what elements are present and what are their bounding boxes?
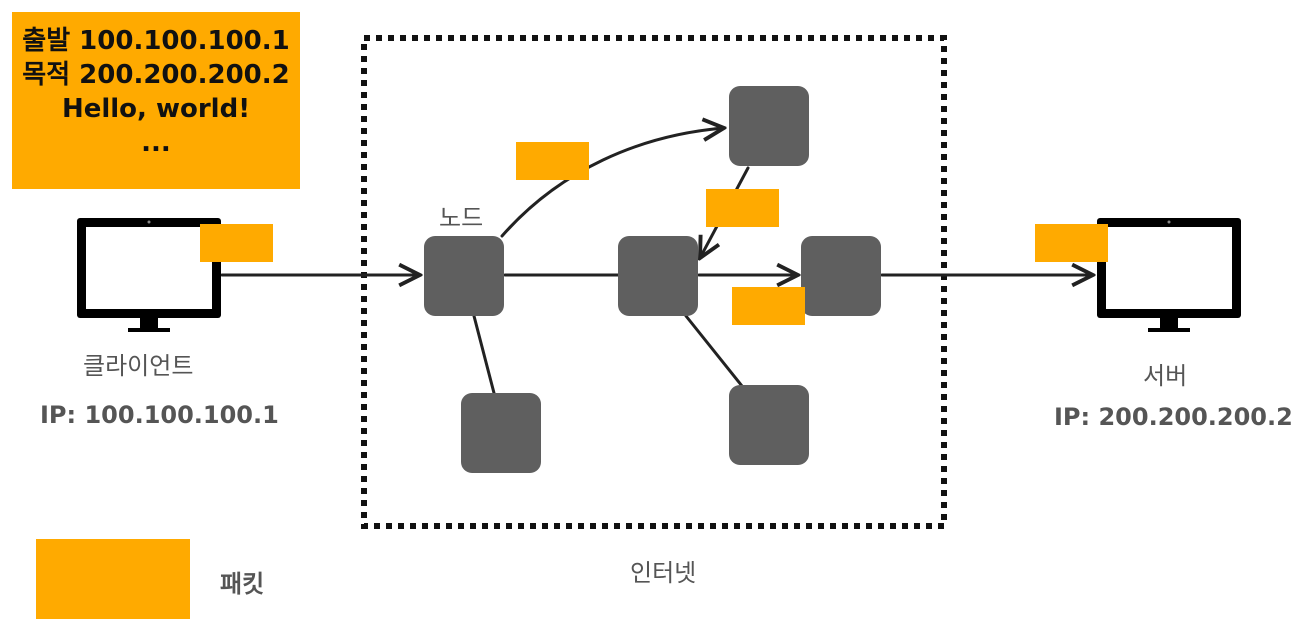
client-ip: IP: 100.100.100.1	[40, 401, 279, 429]
legend-packet-swatch	[36, 539, 190, 619]
packet-center-path	[732, 287, 805, 325]
node-to-top-node-arrow	[500, 128, 724, 238]
node-bottom-right	[729, 385, 809, 465]
packet-destination: 목적 200.200.200.2	[22, 60, 290, 90]
packet-ellipsis: ...	[141, 128, 171, 158]
internet-label: 인터넷	[630, 559, 697, 587]
legend-label: 패킷	[220, 570, 265, 598]
center-to-bottom-right-link	[684, 314, 744, 388]
packet-source: 출발 100.100.100.1	[22, 26, 290, 56]
packet-at-client	[200, 224, 273, 262]
node-start	[424, 236, 504, 316]
packet-top-node	[706, 189, 779, 227]
client-label: 클라이언트	[83, 352, 194, 380]
nodes	[424, 86, 881, 473]
packets	[36, 142, 1108, 619]
monitor-icon	[1097, 218, 1241, 332]
node-top	[729, 86, 809, 166]
node-right	[801, 236, 881, 316]
packet-upper-path	[516, 142, 589, 180]
node-center	[618, 236, 698, 316]
packet-payload: Hello, world!	[61, 94, 251, 124]
node-bottom-left	[461, 393, 541, 473]
server-ip: IP: 200.200.200.2	[1054, 403, 1292, 431]
monitor-icon	[77, 218, 221, 332]
packet-info-box: 출발 100.100.100.1 목적 200.200.200.2 Hello,…	[12, 12, 300, 189]
packet-at-server	[1035, 224, 1108, 262]
node-to-bottom-left-link	[472, 314, 496, 395]
server-label: 서버	[1143, 362, 1188, 390]
internet-boundary	[361, 35, 947, 529]
node-label: 노드	[439, 204, 484, 232]
